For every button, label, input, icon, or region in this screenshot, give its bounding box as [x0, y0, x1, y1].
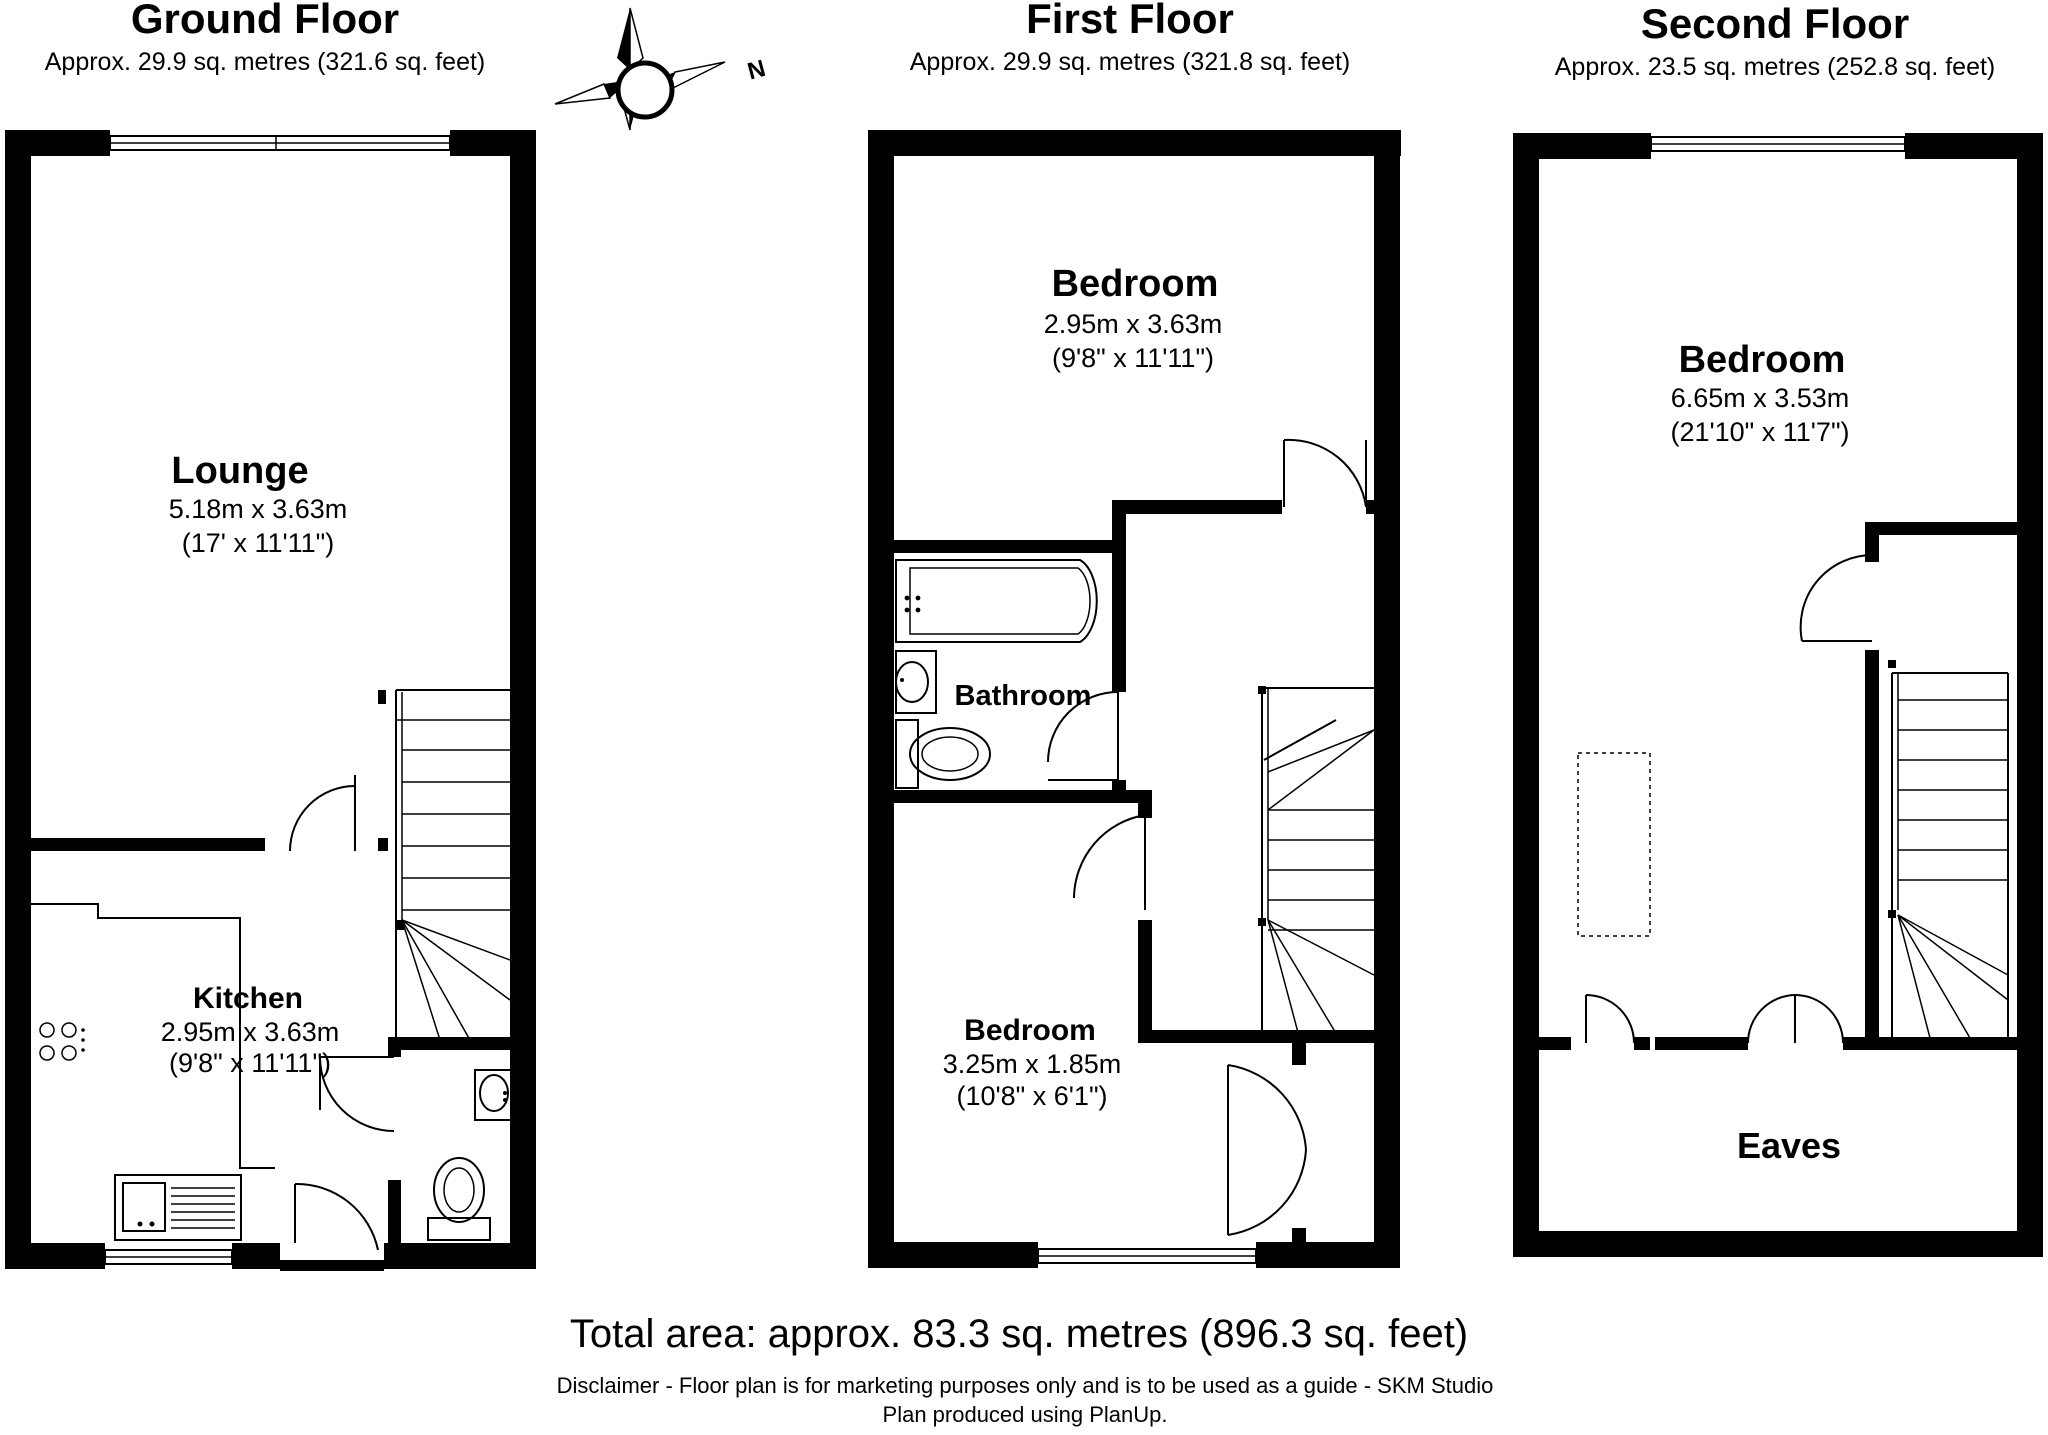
first-floor-rear-bedroom-metric: 3.25m x 1.85m: [943, 1049, 1122, 1079]
total-area: Total area: approx. 83.3 sq. metres (896…: [570, 1312, 1468, 1356]
second-floor-bedroom-metric: 6.65m x 3.53m: [1671, 383, 1850, 413]
first-floor-rear-bedroom-imperial: (10'8" x 6'1"): [956, 1081, 1107, 1111]
lounge-name: Lounge: [171, 450, 308, 492]
second-floor-bedroom-name: Bedroom: [1679, 339, 1846, 381]
kitchen-name: Kitchen: [193, 982, 303, 1015]
second-floor-plan: Bedroom 6.65m x 3.53m (21'10" x 11'7") E…: [1513, 133, 2043, 1257]
first-floor-title: First Floor: [1026, 0, 1234, 42]
first-floor-area: Approx. 29.9 sq. metres (321.8 sq. feet): [910, 48, 1351, 76]
disclaimer-line-2: Plan produced using PlanUp.: [883, 1402, 1168, 1427]
lounge-dimensions-imperial: (17' x 11'11"): [182, 528, 334, 558]
second-floor-title: Second Floor: [1641, 0, 1909, 47]
eaves-name: Eaves: [1737, 1125, 1841, 1166]
second-floor-area: Approx. 23.5 sq. metres (252.8 sq. feet): [1555, 53, 1996, 81]
kitchen-dimensions-imperial: (9'8" x 11'11"): [169, 1048, 331, 1078]
ground-floor-plan: Lounge 5.18m x 3.63m (17' x 11'11") Kitc…: [5, 130, 536, 1271]
lounge-dimensions-metric: 5.18m x 3.63m: [169, 494, 348, 524]
compass-north-label: N: [745, 55, 769, 86]
ground-floor-title: Ground Floor: [131, 0, 399, 42]
ground-floor-area: Approx. 29.9 sq. metres (321.6 sq. feet): [45, 48, 486, 76]
first-floor-front-bedroom-imperial: (9'8" x 11'11"): [1052, 343, 1214, 373]
first-floor-rear-bedroom-name: Bedroom: [964, 1014, 1096, 1047]
kitchen-dimensions-metric: 2.95m x 3.63m: [161, 1017, 340, 1047]
disclaimer-line-1: Disclaimer - Floor plan is for marketing…: [557, 1373, 1494, 1398]
first-floor-front-bedroom-name: Bedroom: [1052, 263, 1219, 305]
second-floor-bedroom-imperial: (21'10" x 11'7"): [1670, 417, 1849, 447]
first-floor-front-bedroom-metric: 2.95m x 3.63m: [1044, 309, 1223, 339]
first-floor-plan: Bathroom Bedroom 2.95m x 3.63m (9'8": [868, 130, 1401, 1268]
compass-icon: N: [554, 7, 769, 131]
bathroom-name: Bathroom: [955, 680, 1092, 712]
